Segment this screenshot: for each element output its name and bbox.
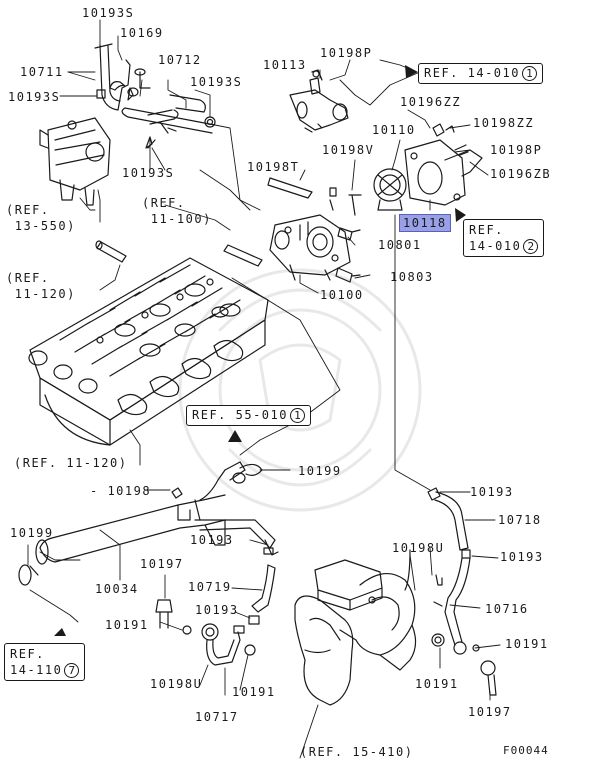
- water-outlet-fitting-illustration: [289, 69, 349, 133]
- leader-lines: [27, 19, 501, 759]
- arrow-ref-14-110-icon: [54, 628, 66, 636]
- ref-line-2: 11-100): [142, 212, 212, 226]
- distributor-assembly-illustration: [39, 117, 111, 206]
- ref-11-100[interactable]: (REF. 11-100): [142, 195, 212, 227]
- ref-line-2: 14-110: [10, 663, 63, 677]
- part-label-10113: 10113: [263, 58, 307, 72]
- part-label-10191-right: 10191: [505, 637, 549, 651]
- part-label-10193s-right: 10193S: [190, 75, 243, 89]
- part-label-10193s-mid: 10193S: [122, 166, 175, 180]
- arrow-ref-14-010-1-icon: [405, 65, 418, 78]
- part-label-10191-left: 10191: [105, 618, 149, 632]
- part-label-10711: 10711: [20, 65, 64, 79]
- part-label-10197-left: 10197: [140, 557, 184, 571]
- part-label-10198v: 10198V: [322, 143, 375, 157]
- ref-line-1: (REF.: [142, 196, 186, 210]
- part-label-10196zz: 10196ZZ: [400, 95, 462, 109]
- ref-11-120-lower[interactable]: (REF. 11-120): [14, 456, 128, 470]
- dowel-pin-illustration: [95, 240, 127, 263]
- part-label-10719: 10719: [188, 580, 232, 594]
- sensor-illustrations: [335, 227, 361, 283]
- turbocharger-illustration: [294, 559, 417, 706]
- part-label-10197-right: 10197: [468, 705, 512, 719]
- ref-line-2: 14-010: [469, 239, 522, 253]
- hose-10718-illustration: [404, 549, 411, 591]
- ref-line-2: 13-550): [6, 219, 76, 233]
- thermostat-illustration: [373, 168, 407, 211]
- part-label-10193-r2: 10193: [500, 550, 544, 564]
- part-label-10169: 10169: [120, 26, 164, 40]
- ref-text: REF. 55-010: [192, 408, 288, 422]
- ref-15-410[interactable]: (REF. 15-410): [300, 745, 414, 759]
- part-label-10100: 10100: [320, 288, 364, 302]
- part-label-10199-left: 10199: [10, 526, 54, 540]
- thermostat-case-illustration: [269, 214, 351, 281]
- bolts-illustration: [223, 177, 362, 267]
- part-label-10191-mid: 10191: [232, 685, 276, 699]
- ref-text: REF. 14-010: [424, 66, 520, 80]
- hose-10717-illustration: [182, 623, 256, 666]
- ref-line-2: 11-120): [6, 287, 76, 301]
- hose-10719-illustration: [248, 564, 276, 625]
- watermark-emblem: [178, 268, 422, 512]
- small-hoses-illustration: [427, 487, 497, 696]
- part-label-10198t: 10198T: [247, 160, 300, 174]
- part-label-10191-low: 10191: [415, 677, 459, 691]
- part-label-10198p-top: 10198P: [320, 46, 373, 60]
- part-label-10716: 10716: [485, 602, 529, 616]
- part-label-10196zb: 10196ZB: [490, 167, 552, 181]
- water-pipe-illustration: [35, 461, 279, 565]
- thermostat-housing-illustration: [404, 123, 483, 206]
- ref-circle-number: 1: [521, 66, 537, 81]
- part-label-10193-mid: 10193: [190, 533, 234, 547]
- ref-line-1: (REF.: [6, 203, 50, 217]
- part-label-10118-highlighted[interactable]: 10118: [399, 214, 451, 232]
- ref-13-550[interactable]: (REF. 13-550): [6, 202, 76, 234]
- cylinder-head-illustration: [28, 257, 269, 446]
- part-label-10199-mid: 10199: [298, 464, 342, 478]
- figure-code: F00044: [503, 744, 549, 757]
- part-label-10193-low: 10193: [195, 603, 239, 617]
- part-label-10198-mid: - 10198: [90, 484, 152, 498]
- part-label-10193s-top: 10193S: [82, 6, 135, 20]
- part-label-10193s-left: 10193S: [8, 90, 61, 104]
- bypass-pipe-illustration: [94, 43, 216, 149]
- arrow-ref-55-010-icon: [228, 430, 242, 442]
- part-label-10712: 10712: [158, 53, 202, 67]
- part-label-10198u-right: 10198U: [392, 541, 445, 555]
- part-label-10803: 10803: [390, 270, 434, 284]
- ref-line-1: (REF.: [6, 271, 50, 285]
- ref-circle-number: 7: [64, 663, 80, 678]
- arrow-ref-14-010-2-icon: [455, 208, 466, 222]
- ref-circle-number: 1: [289, 408, 305, 423]
- ref-line-1: REF.: [469, 223, 504, 237]
- part-label-10193-right: 10193: [470, 485, 514, 499]
- part-label-10110: 10110: [372, 123, 416, 137]
- part-label-10198u-low: 10198U: [150, 677, 203, 691]
- part-label-10034: 10034: [95, 582, 139, 596]
- ref-11-120-upper[interactable]: (REF. 11-120): [6, 270, 76, 302]
- part-label-10198zz: 10198ZZ: [473, 116, 535, 130]
- ref-line-1: REF.: [10, 647, 45, 661]
- part-label-10198p-right: 10198P: [490, 143, 543, 157]
- part-label-10718: 10718: [498, 513, 542, 527]
- ref-circle-number: 2: [523, 239, 539, 254]
- arrow-icons: [54, 65, 466, 636]
- part-label-10717: 10717: [195, 710, 239, 724]
- part-label-10801: 10801: [378, 238, 422, 252]
